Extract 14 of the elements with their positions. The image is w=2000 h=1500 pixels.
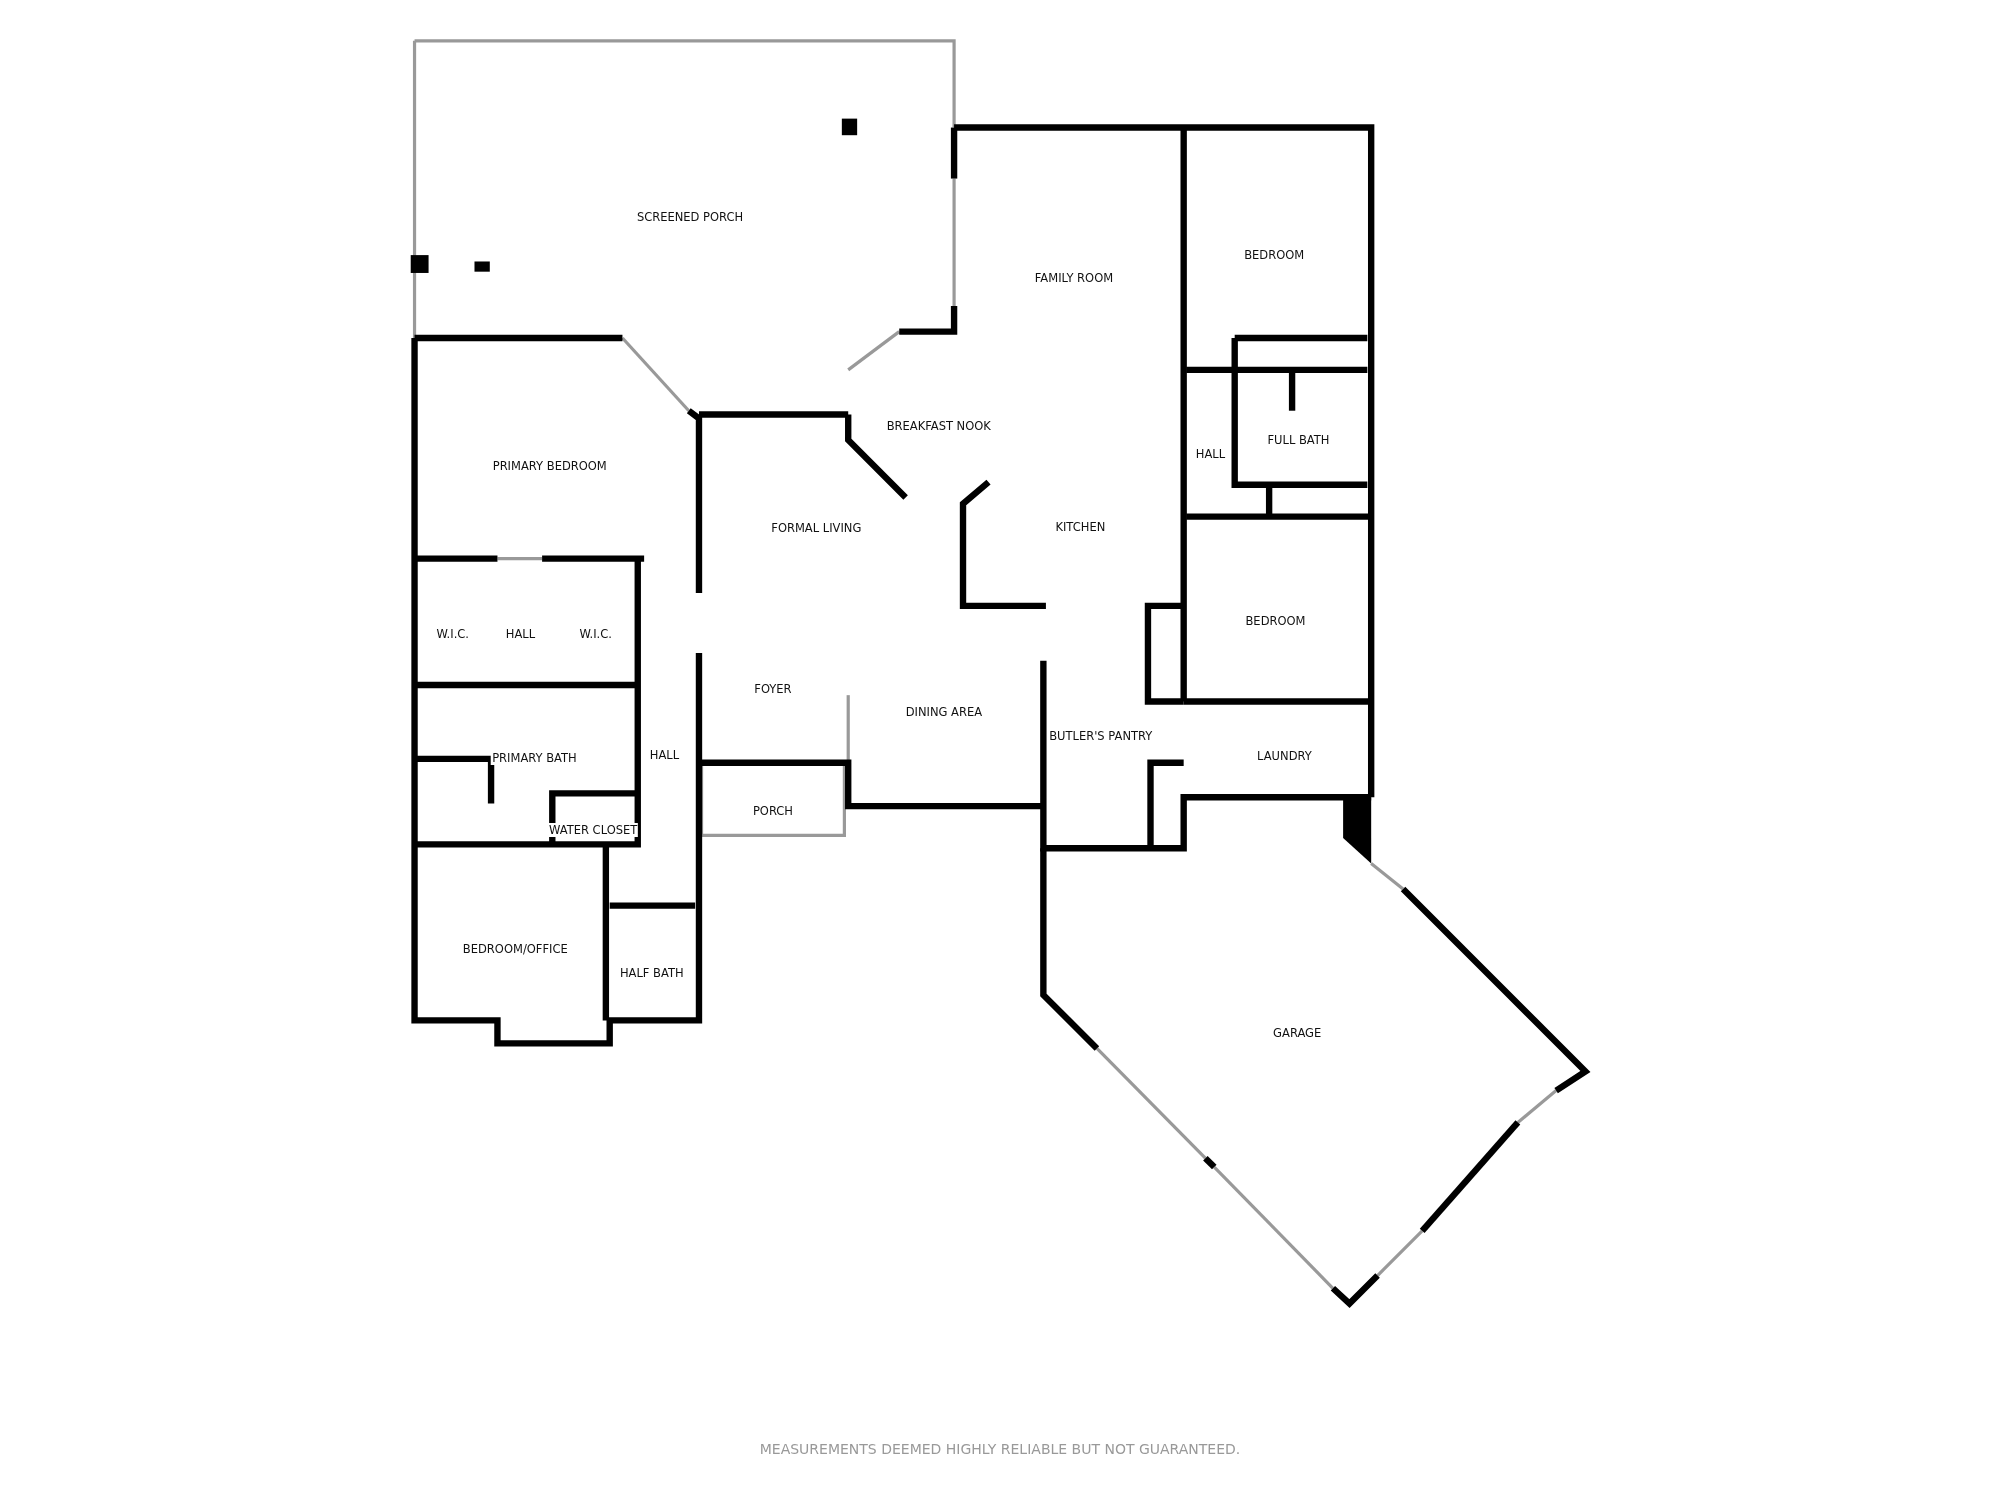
room-label: HALL bbox=[504, 626, 537, 641]
room-label: SCREENED PORCH bbox=[635, 209, 745, 224]
room-label: BUTLER'S PANTRY bbox=[1048, 728, 1154, 743]
room-label: W.I.C. bbox=[435, 626, 470, 641]
room-label: FOYER bbox=[753, 681, 793, 696]
room-label: PRIMARY BATH bbox=[491, 750, 578, 765]
room-label: BEDROOM/OFFICE bbox=[461, 941, 569, 956]
room-label: PRIMARY BEDROOM bbox=[491, 458, 608, 473]
room-label: BREAKFAST NOOK bbox=[885, 419, 992, 433]
room-label: W.I.C. bbox=[578, 626, 613, 641]
disclaimer-note: MEASUREMENTS DEEMED HIGHLY RELIABLE BUT NOT GUARANTEED. bbox=[758, 1440, 1242, 1457]
room-label: KITCHEN bbox=[1054, 519, 1107, 534]
room-label: DINING AREA bbox=[904, 704, 984, 719]
room-label: WATER CLOSET bbox=[547, 823, 639, 838]
